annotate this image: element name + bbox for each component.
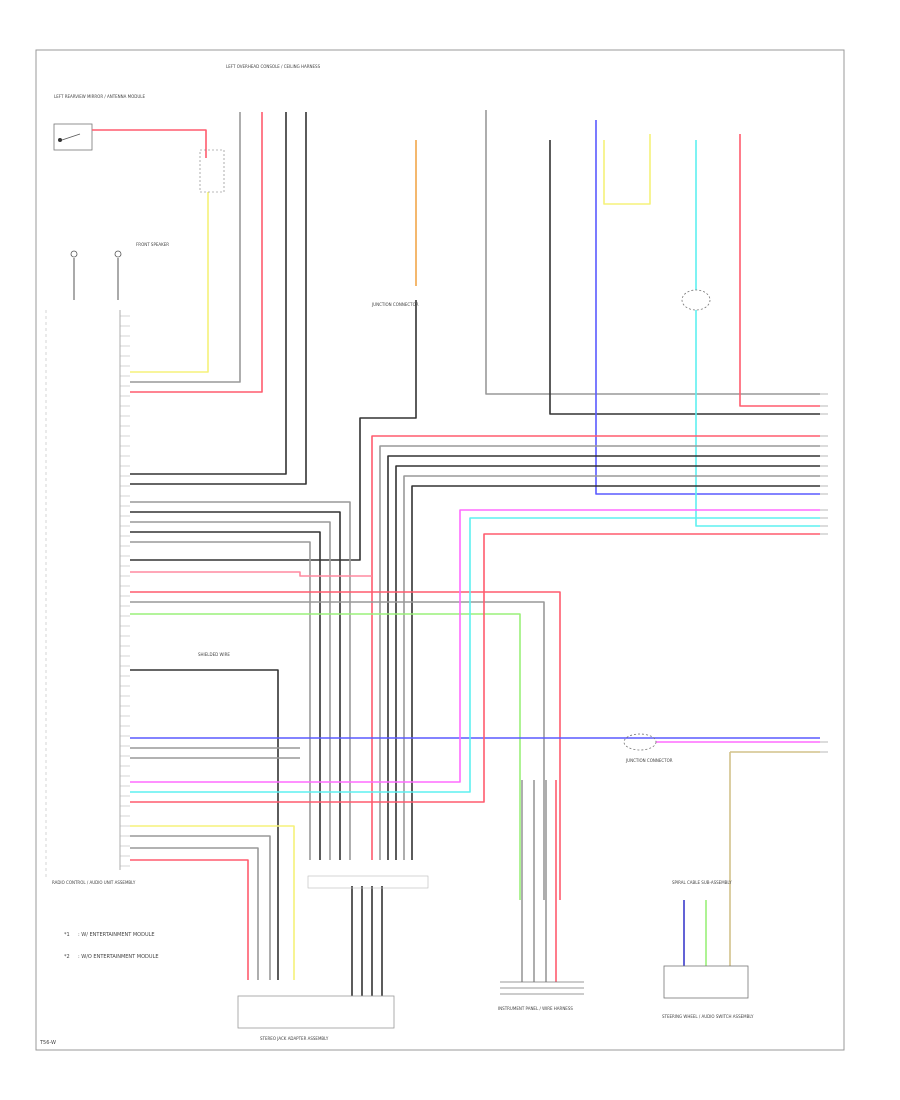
legend-item-1-marker: *1 xyxy=(64,932,70,938)
caption-junction-1: JUNCTION CONNECTOR xyxy=(371,302,419,307)
wire-yellow-main xyxy=(130,192,209,373)
junction-box-1 xyxy=(307,875,429,889)
wire-junction-black xyxy=(130,300,417,561)
wire-switch-red xyxy=(92,129,207,158)
wire-red-low xyxy=(130,859,249,980)
harness-top-dashed xyxy=(199,149,225,193)
junction-oval-top xyxy=(681,289,711,311)
wire-bundle-3 xyxy=(387,455,820,860)
wire-red-long xyxy=(130,591,561,900)
antenna-left xyxy=(70,250,78,300)
stereo-jack-box xyxy=(237,995,395,1029)
caption-front-speaker: FRONT SPEAKER xyxy=(136,242,169,247)
main-unit-pins xyxy=(120,315,130,867)
caption-main-unit: RADIO CONTROL / AUDIO UNIT ASSEMBLY xyxy=(52,880,136,885)
wire-group xyxy=(92,110,828,996)
wire-harness-black-2 xyxy=(130,112,307,485)
wire-green-long xyxy=(130,613,521,900)
legend-item-2-marker: *2 xyxy=(64,954,70,960)
wire-gray-bundle-1 xyxy=(130,501,351,860)
wire-bundle-2 xyxy=(379,445,820,860)
legend: *1 : W/ ENTERTAINMENT MODULE *2 : W/O EN… xyxy=(64,932,159,960)
wire-bundle-4 xyxy=(395,465,820,860)
caption-junction-2: JUNCTION CONNECTOR xyxy=(625,758,673,763)
legend-item-1-text: : W/ ENTERTAINMENT MODULE xyxy=(78,932,155,938)
wire-bundle-1 xyxy=(371,435,820,860)
wire-gray-bundle-3 xyxy=(130,521,331,860)
wire-harness-red xyxy=(130,112,263,393)
caption-instrument-panel: INSTRUMENT PANEL / WIRE HARNESS xyxy=(498,1006,573,1011)
wire-gray-low-2 xyxy=(130,847,259,980)
wire-gray-top xyxy=(485,110,820,395)
caption-antenna-module: LEFT REARVIEW MIRROR / ANTENNA MODULE xyxy=(54,94,146,99)
wire-pink-long xyxy=(130,571,372,577)
instrument-panel-box xyxy=(500,981,584,995)
caption-steering-switch: STEERING WHEEL / AUDIO SWITCH ASSEMBLY xyxy=(662,1014,754,1019)
wire-red-mid xyxy=(130,533,820,803)
antenna-right xyxy=(114,250,122,300)
wire-gray-long xyxy=(130,601,545,900)
caption-harness-top: LEFT OVERHEAD CONSOLE / CEILING HARNESS xyxy=(226,64,321,69)
wire-harness-black-1 xyxy=(130,112,287,475)
steering-switch-box xyxy=(663,965,749,999)
wire-harness-gray-1 xyxy=(130,112,241,383)
wire-black-short xyxy=(130,669,279,980)
top-left-switch xyxy=(53,123,93,151)
legend-item-2-text: : W/O ENTERTAINMENT MODULE xyxy=(78,954,159,960)
corner-code: T56-W xyxy=(39,1040,56,1046)
wire-blue-top xyxy=(595,120,820,495)
wire-cyan-down xyxy=(695,310,820,527)
caption-spiral-cable: SPIRAL CABLE SUB-ASSEMBLY xyxy=(672,880,732,885)
wire-yellow-low xyxy=(130,825,295,980)
caption-stereo-jack: STEREO JACK ADAPTER ASSEMBLY xyxy=(260,1036,329,1041)
wire-cyan-mid xyxy=(130,517,820,793)
wire-gray-bundle-2 xyxy=(130,511,341,860)
wire-gray-bundle-4 xyxy=(130,531,321,860)
wire-gray-low xyxy=(130,835,271,980)
wire-bundle-6 xyxy=(411,485,820,860)
caption-shield: SHIELDED WIRE xyxy=(198,652,230,657)
wire-black-top xyxy=(549,140,820,415)
wire-gray-bundle-5 xyxy=(130,541,311,860)
diagram-border xyxy=(35,49,845,1051)
wire-magenta-mid xyxy=(130,509,820,783)
wire-red-top xyxy=(739,134,820,407)
junction-oval-mid xyxy=(623,733,657,751)
wire-yellow-top xyxy=(603,134,651,205)
wire-bundle-5 xyxy=(403,475,820,860)
